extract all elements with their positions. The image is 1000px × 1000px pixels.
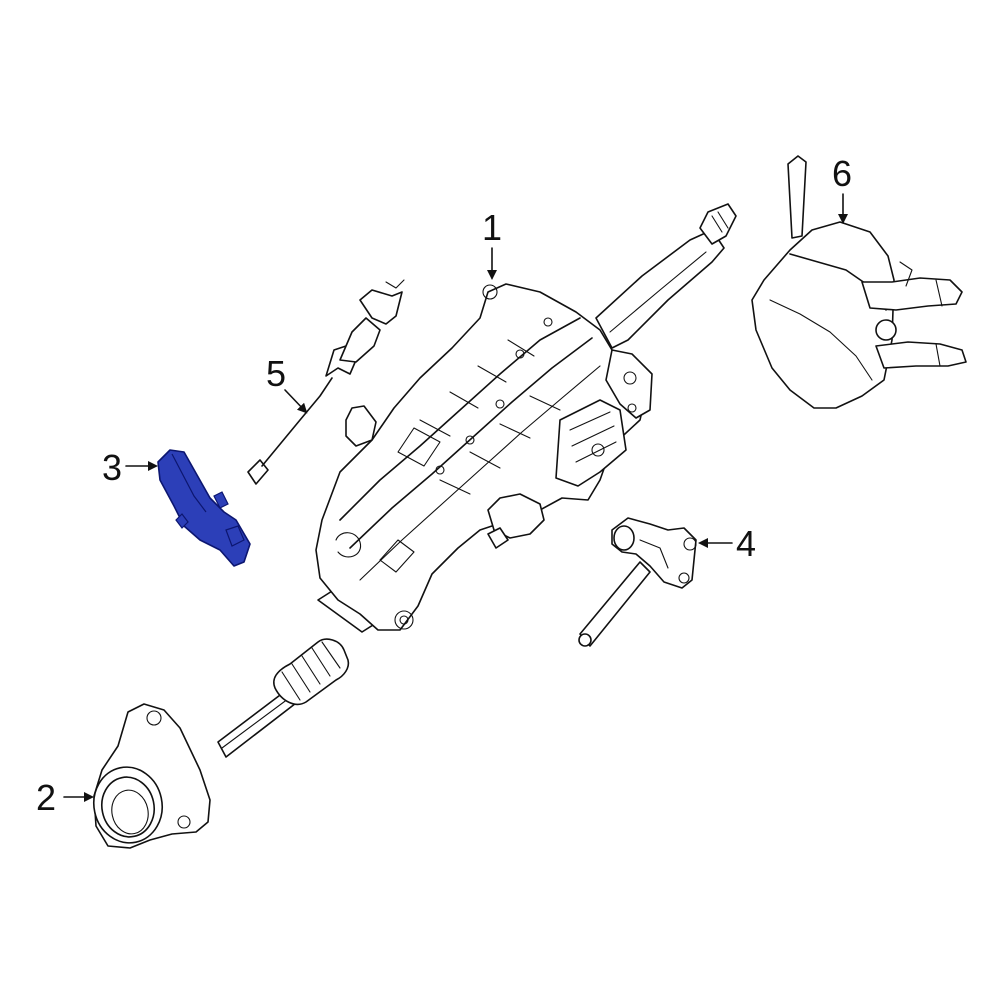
combination-switch[interactable] (751, 155, 967, 409)
callout-number-1: 1 (482, 207, 502, 248)
callout-numbers: 1 2 3 4 5 6 (36, 153, 852, 818)
column-control-module-highlighted[interactable] (157, 449, 251, 567)
sensor-cable-lead[interactable] (247, 279, 405, 485)
leader-5 (284, 389, 308, 414)
callout-leaders (63, 193, 848, 802)
callout-number-5: 5 (266, 353, 286, 394)
callout-number-4: 4 (736, 523, 756, 564)
column-boot-flange[interactable] (87, 703, 211, 849)
adjuster-motor-assembly[interactable] (578, 517, 697, 647)
callout-number-2: 2 (36, 777, 56, 818)
callout-number-3: 3 (102, 447, 122, 488)
callout-number-6: 6 (832, 153, 852, 194)
steering-column-assembly[interactable] (217, 203, 737, 758)
